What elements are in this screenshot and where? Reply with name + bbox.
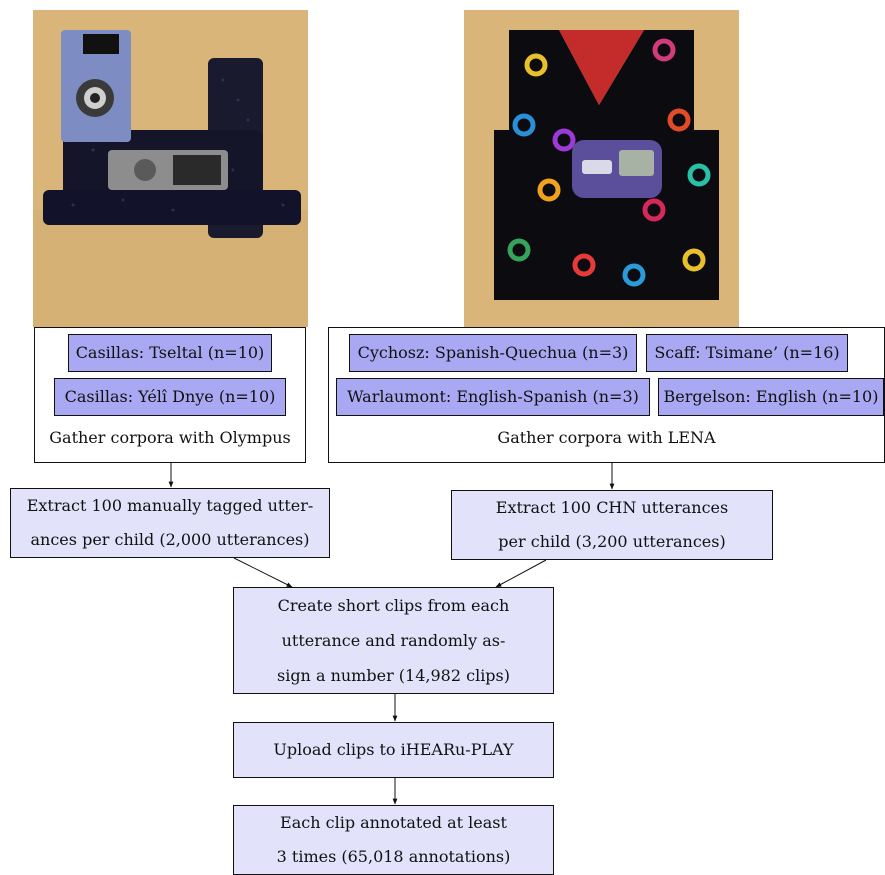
arrow: [233, 557, 293, 588]
lena-vest-photo: [464, 10, 739, 327]
participant-tag: Scaff: Tsimane’ (n=16): [646, 334, 848, 372]
upload-clips-step: Upload clips to iHEARu-PLAY: [233, 722, 554, 778]
annotate-clips-step: Each clip annotated at least 3 times (65…: [233, 805, 554, 875]
participant-tag: Cychosz: Spanish-Quechua (n=3): [349, 334, 637, 372]
group-caption: Gather corpora with LENA: [497, 428, 716, 447]
create-clips-step: Create short clips from each utterance a…: [233, 587, 554, 694]
extract-chn-utterances-step: Extract 100 CHN utterances per child (3,…: [451, 490, 773, 560]
participant-tag: Casillas: Yélî Dnye (n=10): [54, 378, 286, 416]
arrow: [495, 559, 547, 588]
participant-tag: Warlaumont: English-Spanish (n=3): [336, 378, 650, 416]
participant-tag: Bergelson: English (n=10): [658, 378, 884, 416]
extract-manual-utterances-step: Extract 100 manually tagged utter- ances…: [10, 488, 330, 558]
participant-tag: Casillas: Tseltal (n=10): [68, 334, 272, 372]
olympus-recorder-photo: [33, 10, 308, 327]
group-caption: Gather corpora with Olympus: [49, 428, 291, 447]
